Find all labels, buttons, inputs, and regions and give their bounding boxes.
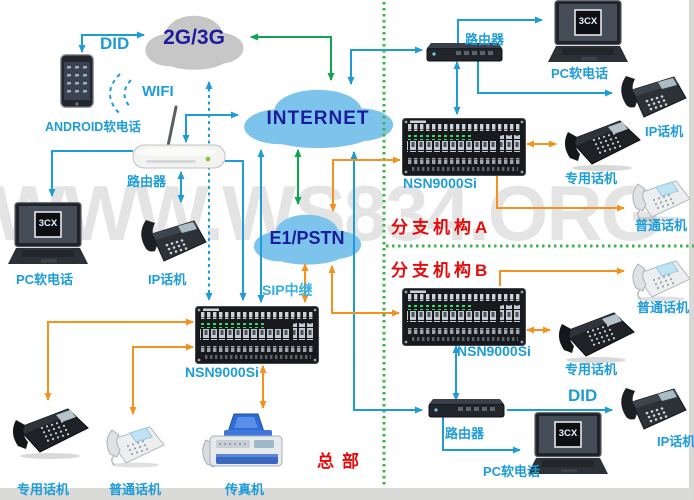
cloud-internet-label: INTERNET (266, 108, 370, 129)
branch-b-dedicated-phone-label: 专用话机 (565, 362, 618, 377)
link-pstn-pbx-b (328, 265, 400, 317)
branch-a-router-label: 路由器 (465, 32, 505, 47)
branch-a-ip-phone (616, 60, 688, 122)
3cx-logo: 3CX (38, 218, 58, 229)
link-pbx-a-ordinary (496, 176, 625, 212)
branch-a-pc-softphone-label: PC软电话 (551, 66, 609, 81)
link-router-b-laptop (442, 416, 521, 454)
hq-android-label: ANDROID软电话 (45, 120, 141, 134)
hq-ip-phone-label: IP话机 (148, 272, 187, 287)
link-hq-ordinary-pbx (129, 343, 194, 415)
branch-b-router-label: 路由器 (445, 426, 485, 441)
branch-b-dedicated-phone (554, 306, 638, 364)
branch-b-pbx-rack (402, 288, 526, 346)
hq-router-label: 路由器 (127, 174, 167, 189)
hq-wifi-label: WIFI (142, 83, 174, 100)
branch-b-ip-phone (616, 372, 688, 434)
link-router-hq-laptop (48, 150, 133, 197)
hq-sip-trunk-label: SIP中继 (262, 282, 313, 298)
wifi-wave-icon (109, 73, 121, 115)
3cx-logo: 3CX (558, 428, 578, 439)
hq-ordinary-phone-label: 普通话机 (109, 482, 162, 497)
link-router-hq-internet (182, 111, 239, 143)
branch-b-ordinary-phone-label: 普通话机 (637, 300, 690, 315)
hq-pc-softphone-label: PC软电话 (16, 272, 74, 287)
cloud-2g3g-label: 2G/3G (163, 26, 225, 49)
branch-a-pbx-label: NSN9000Si (403, 175, 477, 191)
branch-b-did-label: DID (568, 386, 598, 405)
link-internet-router-a (347, 46, 423, 85)
link-hq-dedicated-pbx (44, 318, 194, 401)
link-pstn-pbx-a (329, 156, 401, 212)
branch-a-dedicated-phone (560, 114, 644, 172)
hq-dedicated-phone-label: 专用话机 (17, 482, 70, 497)
branch-a-ip-phone-label: IP话机 (645, 124, 684, 139)
hq-pbx-rack (195, 306, 319, 364)
branch-a-ordinary-phone-label: 普通话机 (635, 218, 688, 233)
hq-android-phone (60, 54, 94, 108)
hq-title: 总部 (317, 452, 367, 471)
branch-b-ordinary-phone (628, 252, 694, 302)
hq-ip-phone (136, 204, 208, 266)
branch-a-pbx-rack (402, 118, 526, 176)
hq-did-label: DID (100, 34, 130, 53)
hq-dedicated-phone (8, 402, 92, 460)
image-edge-bottom (0, 488, 694, 500)
link-pbx-b-ordinary (499, 267, 625, 286)
branch-b-router (428, 396, 506, 420)
link-android-2g3g (78, 31, 145, 53)
hq-pbx-label: NSN9000Si (185, 364, 259, 380)
hq-wireless-router (132, 104, 228, 170)
hq-ordinary-phone (102, 418, 168, 468)
branch-a-title: 分支机构A (391, 218, 492, 237)
wifi-wave-icon (123, 79, 132, 109)
image-edge-right (689, 0, 694, 500)
link-router-a-ipphone (477, 60, 613, 97)
3cx-logo: 3CX (578, 16, 598, 27)
link-internet-router-b (350, 151, 423, 414)
link-router-hq-pbx (225, 160, 247, 301)
branch-b-pc-softphone-label: PC软电话 (483, 464, 541, 479)
branch-b-ip-phone-label: IP话机 (657, 434, 694, 449)
branch-b-title: 分支机构B (391, 261, 492, 280)
branch-a-dedicated-phone-label: 专用话机 (565, 171, 618, 186)
link-2g3g-internet (250, 33, 335, 81)
link-router-a-laptop (457, 16, 543, 48)
cloud-pstn-label: E1/PSTN (269, 228, 345, 248)
hq-fax-machine (200, 412, 290, 480)
hq-fax-label: 传真机 (225, 482, 265, 497)
branch-b-pbx-label: NSN9000Si (457, 343, 531, 359)
